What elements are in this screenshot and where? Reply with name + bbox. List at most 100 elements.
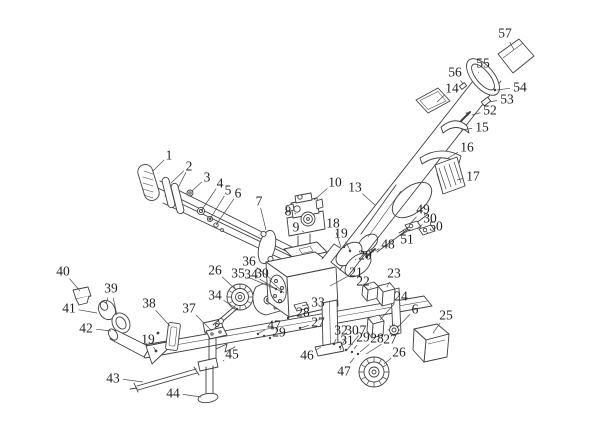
part-number-label: 7 xyxy=(360,323,367,338)
mount-plate-38 xyxy=(165,322,181,351)
part-number-label: 47 xyxy=(337,364,351,379)
leader-line xyxy=(301,304,309,307)
hitch-ring xyxy=(111,312,131,334)
jack-foot xyxy=(197,392,219,404)
part-number-label: 26 xyxy=(392,345,406,360)
part-number-label: 19 xyxy=(334,226,348,241)
leader-line xyxy=(105,297,109,305)
part-number-label: 32 xyxy=(334,323,348,338)
stay-rod xyxy=(129,366,200,393)
part-number-label: 33 xyxy=(311,295,325,310)
part-number-label: 36 xyxy=(242,254,256,269)
part-number-label: 27 xyxy=(311,315,325,330)
part-number-label: 1 xyxy=(166,148,173,163)
handle-straps xyxy=(161,176,185,215)
leader-line xyxy=(340,338,347,347)
leader-line xyxy=(425,231,429,235)
part-number-label: 39 xyxy=(104,281,118,296)
support-leg xyxy=(314,299,345,357)
leader-line xyxy=(269,279,285,294)
handle-grip xyxy=(137,164,160,201)
chipper-drawing xyxy=(72,38,535,404)
part-number-label: 42 xyxy=(79,321,93,336)
leader-line xyxy=(69,278,81,292)
part-number-label: 5 xyxy=(225,183,232,198)
leader-line xyxy=(177,172,187,189)
leader-line xyxy=(95,328,112,332)
leader-line xyxy=(269,337,271,339)
left-wheel xyxy=(226,283,254,311)
leader-line xyxy=(345,241,351,251)
gear-disc-6 xyxy=(387,323,401,337)
leader-line xyxy=(209,195,225,220)
part-number-label: 27 xyxy=(383,332,397,347)
leader-line xyxy=(477,71,479,74)
part-number-label: 57 xyxy=(498,26,512,41)
leader-line xyxy=(156,332,159,335)
leader-line xyxy=(396,313,411,329)
leader-line xyxy=(258,329,266,334)
leader-line xyxy=(200,188,217,212)
leader-line xyxy=(471,112,481,116)
axle xyxy=(212,304,239,329)
part-number-label: 23 xyxy=(387,266,401,281)
part-number-label: 43 xyxy=(106,371,120,386)
leader-line xyxy=(386,281,390,288)
leader-line xyxy=(223,300,237,309)
leader-line xyxy=(335,232,342,248)
part-number-label: 45 xyxy=(225,347,239,362)
leader-line xyxy=(155,310,171,327)
part-number-label: 54 xyxy=(513,80,527,95)
leader-line xyxy=(354,259,357,261)
leader-line xyxy=(374,248,380,252)
leader-line xyxy=(409,216,417,225)
leader-line xyxy=(215,198,235,226)
part-number-label: 30 xyxy=(255,266,269,281)
mount-bracket-49 xyxy=(398,220,436,236)
leader-line xyxy=(256,267,273,281)
small-box-22 xyxy=(361,281,380,302)
chute-deflector-57 xyxy=(497,38,535,74)
part-number-label: 15 xyxy=(475,120,489,135)
part-number-label: 18 xyxy=(326,216,340,231)
tube-fasteners xyxy=(186,189,224,232)
bolt-dots xyxy=(235,287,360,356)
leader-line xyxy=(496,87,511,91)
part-number-label: 25 xyxy=(439,308,453,323)
leader-line xyxy=(383,357,392,365)
discharge-chute xyxy=(330,66,502,277)
leader-line xyxy=(288,315,294,318)
chute-hardware xyxy=(458,82,497,122)
leader-line xyxy=(346,335,359,351)
part-number-label: 19 xyxy=(141,332,155,347)
part-number-label: 56 xyxy=(448,65,462,80)
chute-bracket-14 xyxy=(415,87,451,114)
part-number-label: 24 xyxy=(394,289,408,304)
part-number-label: 6 xyxy=(412,302,419,317)
leader-line xyxy=(294,213,297,215)
part-number-label: 14 xyxy=(445,81,459,96)
leader-line xyxy=(300,324,309,329)
bracket-33 xyxy=(293,301,310,312)
part-number-label: 20 xyxy=(358,248,372,263)
leader-line xyxy=(78,309,98,314)
part-number-label: 17 xyxy=(466,169,480,184)
leader-line xyxy=(329,276,348,287)
leader-line xyxy=(456,178,464,181)
leader-line xyxy=(509,41,515,51)
leader-line xyxy=(152,159,165,172)
part-number-label: 7 xyxy=(256,194,263,209)
part-number-label: 38 xyxy=(142,296,156,311)
leader-line xyxy=(353,344,358,350)
part-number-label: 41 xyxy=(62,301,76,316)
part-number-label: 52 xyxy=(483,103,497,118)
part-number-label: 10 xyxy=(328,175,342,190)
part-number-label: 31 xyxy=(340,333,354,348)
hitch-tube xyxy=(107,328,151,358)
small-box-23 xyxy=(376,282,396,307)
part-number-label: 22 xyxy=(356,274,370,289)
leader-line xyxy=(191,181,203,192)
chute-screen-17 xyxy=(434,156,466,195)
leader-line xyxy=(195,314,213,332)
chute-flange-55 xyxy=(466,58,500,96)
